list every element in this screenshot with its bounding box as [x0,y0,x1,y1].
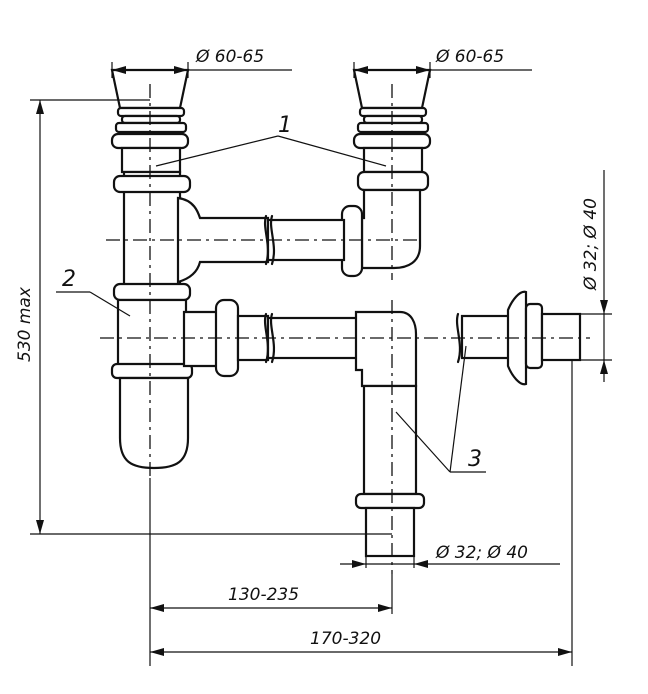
callout-part-1: 1 [278,113,292,138]
dimension-width-inner: 130-235 [228,585,299,605]
dimension-width-outer: 170-320 [310,629,381,649]
right-elbow-pipe [340,170,430,278]
callout-part-3: 3 [468,447,482,472]
left-vertical-pipe [112,170,192,302]
callout-leaders [56,135,486,473]
outlet-elbow [354,310,426,558]
bottle-trap-body [110,298,194,470]
left-sink-outlet [110,68,190,174]
dimension-diameter-left: Ø 60-65 [195,47,264,67]
dimension-diameter-right: Ø 60-65 [435,47,504,67]
callout-part-2: 2 [62,267,76,292]
centre-lines [100,84,590,574]
dimension-diameter-bottom-outlet: Ø 32; Ø 40 [435,543,528,563]
dimension-lines [30,62,612,666]
dimension-height-max: 530 max [15,286,35,362]
pipe-break-marks [263,214,462,364]
dimension-arrowheads [36,66,608,656]
dimension-diameter-wall-outlet: Ø 32; Ø 40 [581,198,601,291]
